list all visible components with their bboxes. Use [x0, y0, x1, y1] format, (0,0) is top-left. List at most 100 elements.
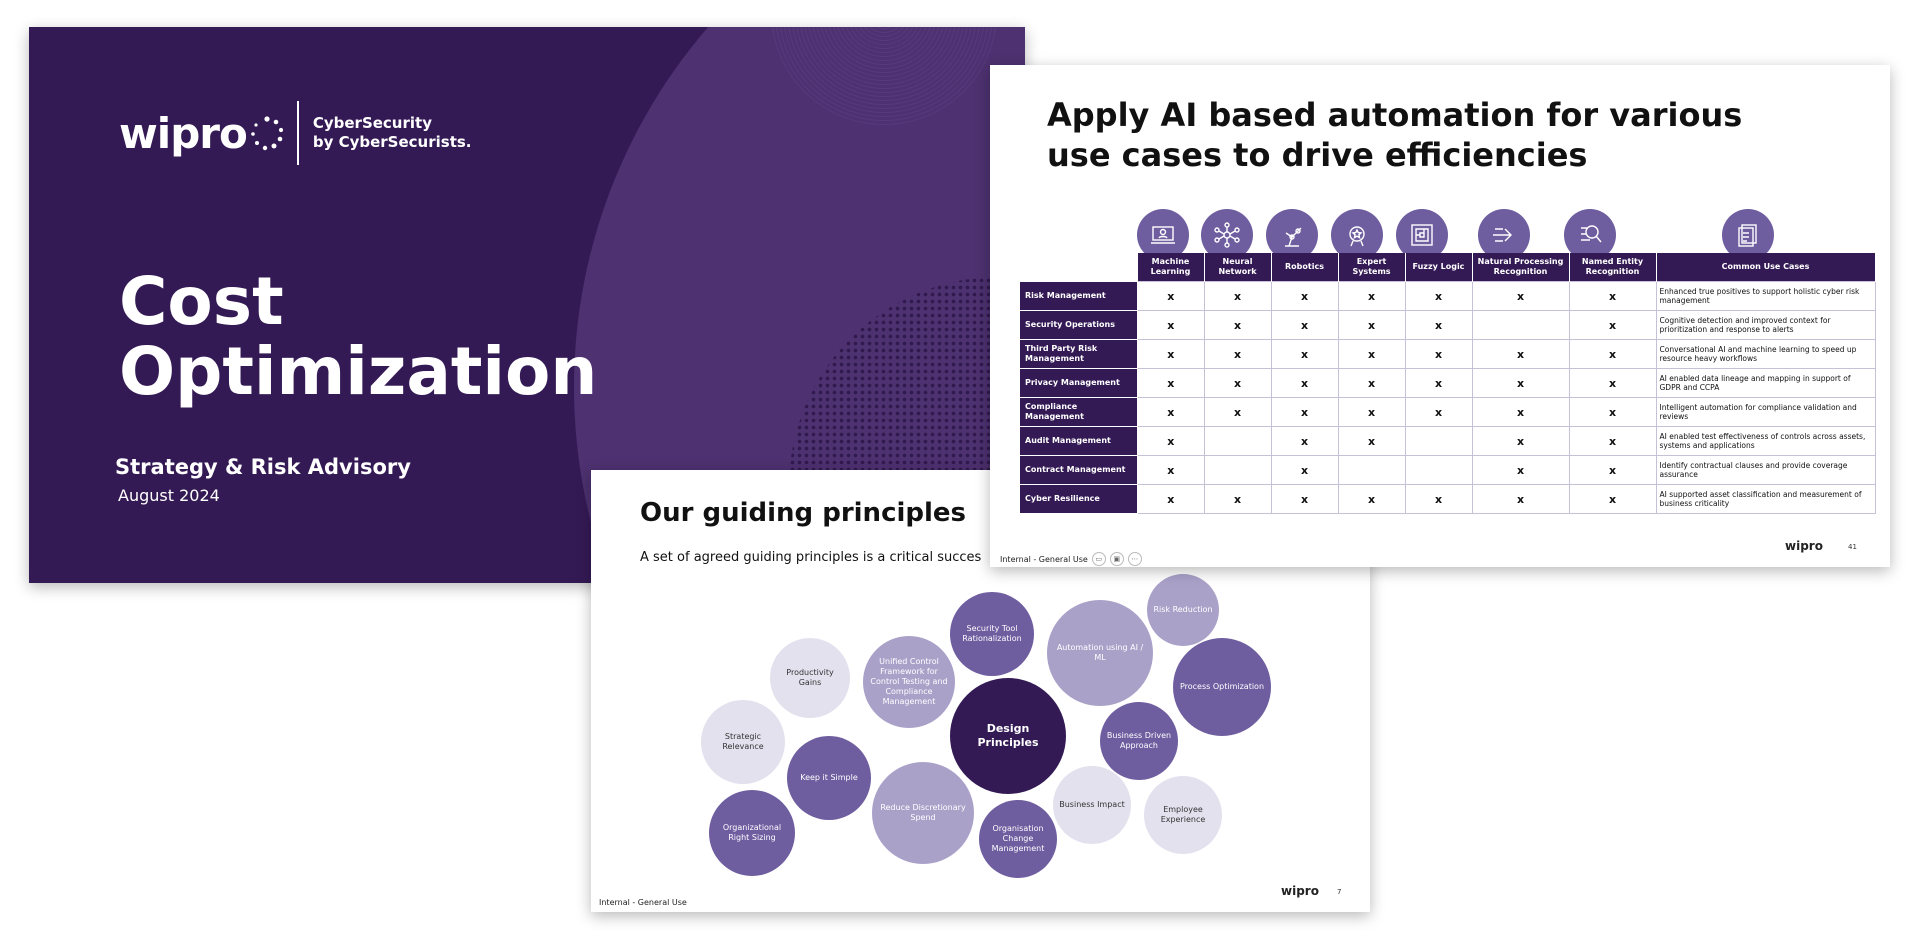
cover-subtitle: Strategy & Risk Advisory: [115, 455, 411, 479]
mark-cell: x: [1137, 310, 1205, 340]
circle-unified-control-framework: Unified Control Framework for Control Te…: [863, 636, 955, 728]
mark-cell: x: [1337, 397, 1406, 427]
header-neural-network: Neural Network: [1204, 253, 1272, 282]
mark-cell: x: [1337, 281, 1406, 311]
wipro-logo: wipro CyberSecurity by CyberSecurists.: [119, 101, 472, 165]
circle-productivity-gains: Productivity Gains: [770, 638, 850, 718]
use-case-cell: Conversational AI and machine learning t…: [1655, 339, 1876, 369]
mark-cell: x: [1137, 455, 1205, 485]
circle-organizational-right-sizing: Organizational Right Sizing: [709, 790, 795, 876]
mark-cell: x: [1568, 339, 1657, 369]
mark-cell: x: [1471, 281, 1570, 311]
machine-learning-icon: [1137, 209, 1189, 261]
use-case-cell: AI enabled data lineage and mapping in s…: [1655, 368, 1876, 398]
mark-cell: x: [1137, 484, 1205, 514]
expert-systems-icon: [1331, 209, 1383, 261]
tagline-line-2: by CyberSecurists.: [312, 133, 472, 151]
ai-use-case-table: Machine Learning Neural Network Robotics…: [1019, 253, 1876, 514]
circle-employee-experience: Employee Experience: [1144, 776, 1222, 854]
overlay-camera-icon[interactable]: ▣: [1109, 552, 1124, 566]
natural-processing-icon: [1478, 209, 1530, 261]
principles-footer-logo: wipro: [1281, 884, 1319, 898]
use-case-cell: Cognitive detection and improved context…: [1655, 310, 1876, 340]
use-case-cell: AI supported asset classification and me…: [1655, 484, 1876, 514]
mark-cell: x: [1337, 484, 1406, 514]
header-natural-processing: Natural Processing Recognition: [1472, 253, 1570, 282]
logo-tagline: CyberSecurity by CyberSecurists.: [313, 114, 472, 152]
overlay-more-icon[interactable]: ⋯: [1127, 552, 1142, 566]
mark-cell: x: [1337, 426, 1406, 456]
mark-cell: [1404, 426, 1473, 456]
use-case-cell: Enhanced true positives to support holis…: [1655, 281, 1876, 311]
ai-slide-title: Apply AI based automation for various us…: [1047, 96, 1743, 174]
mark-cell: x: [1270, 426, 1339, 456]
logo-divider: [296, 101, 299, 165]
header-fuzzy-logic: Fuzzy Logic: [1405, 253, 1473, 282]
mark-cell: x: [1137, 397, 1205, 427]
table-header-row: Machine Learning Neural Network Robotics…: [1020, 253, 1876, 282]
mark-cell: x: [1137, 426, 1205, 456]
cover-slide[interactable]: wipro CyberSecurity by CyberSecurists. C…: [29, 27, 1025, 583]
cover-date: August 2024: [118, 486, 220, 505]
row-label: Audit Management: [1019, 426, 1138, 456]
mark-cell: x: [1568, 484, 1657, 514]
circle-process-optimization: Process Optimization: [1173, 638, 1271, 736]
overlay-classification-label: Internal - General Use: [1000, 554, 1088, 564]
circle-keep-it-simple: Keep it Simple: [787, 736, 871, 820]
use-case-cell: Identify contractual clauses and provide…: [1655, 455, 1876, 485]
mark-cell: x: [1270, 310, 1339, 340]
mark-cell: x: [1270, 368, 1339, 398]
mark-cell: x: [1337, 368, 1406, 398]
mark-cell: x: [1568, 455, 1657, 485]
mark-cell: x: [1337, 310, 1406, 340]
mark-cell: x: [1568, 397, 1657, 427]
mark-cell: x: [1471, 455, 1570, 485]
mark-cell: x: [1568, 310, 1657, 340]
principles-footer-classification: Internal - General Use: [599, 898, 687, 907]
ai-page-number: 41: [1848, 543, 1857, 551]
presentation-overlay-toolbar: Internal - General Use ▭ ▣ ⋯: [1000, 552, 1142, 566]
mark-cell: x: [1137, 281, 1205, 311]
mark-cell: x: [1471, 484, 1570, 514]
circle-business-impact: Business Impact: [1053, 766, 1131, 844]
mark-cell: x: [1471, 368, 1570, 398]
row-label: Compliance Management: [1019, 397, 1138, 427]
ai-automation-slide[interactable]: Apply AI based automation for various us…: [990, 65, 1890, 567]
row-label: Privacy Management: [1019, 368, 1138, 398]
mark-cell: x: [1203, 368, 1272, 398]
mark-cell: x: [1404, 397, 1473, 427]
circle-organisation-change-management: Organisation Change Management: [979, 800, 1057, 878]
logo-word: wipro: [119, 108, 248, 158]
overlay-comment-icon[interactable]: ▭: [1091, 552, 1106, 566]
principles-subtitle: A set of agreed guiding principles is a …: [640, 550, 982, 565]
use-case-cell: AI enabled test effectiveness of control…: [1655, 426, 1876, 456]
header-robotics: Robotics: [1271, 253, 1339, 282]
circle-automation-ai-ml: Automation using AI / ML: [1047, 600, 1153, 706]
mark-cell: x: [1203, 484, 1272, 514]
mark-cell: x: [1471, 426, 1570, 456]
mark-cell: x: [1137, 368, 1205, 398]
circle-business-driven-approach: Business Driven Approach: [1100, 702, 1178, 780]
robotics-icon: [1266, 209, 1318, 261]
mark-cell: [1471, 310, 1570, 340]
header-named-entity: Named Entity Recognition: [1569, 253, 1657, 282]
cover-title-line-1: Cost: [119, 263, 284, 340]
mark-cell: x: [1404, 339, 1473, 369]
mark-cell: x: [1568, 281, 1657, 311]
mark-cell: x: [1270, 339, 1339, 369]
mark-cell: x: [1404, 281, 1473, 311]
cover-title: Cost Optimization: [119, 267, 597, 407]
row-label: Risk Management: [1019, 281, 1138, 311]
neural-network-icon: [1201, 209, 1253, 261]
mark-cell: x: [1471, 339, 1570, 369]
circle-reduce-discretionary-spend: Reduce Discretionary Spend: [872, 762, 974, 864]
mark-cell: x: [1270, 455, 1339, 485]
mark-cell: [1337, 455, 1406, 485]
